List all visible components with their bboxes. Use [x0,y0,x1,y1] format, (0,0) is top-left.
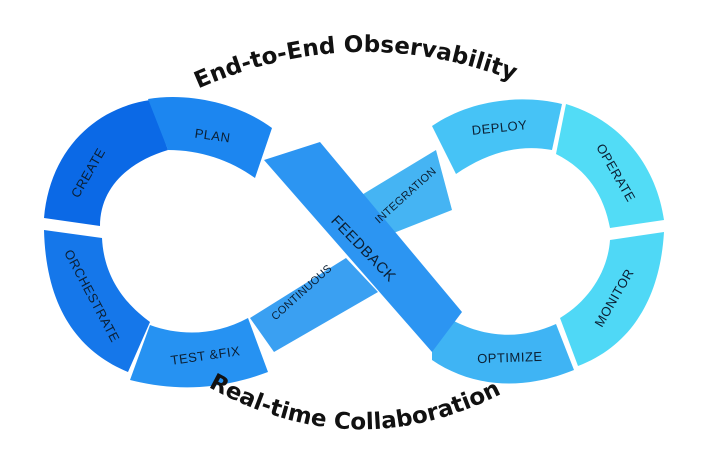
segment-optimize [432,320,574,384]
segment-orchestrate [44,230,150,372]
band-integration [360,150,452,236]
label-plan: PLAN [194,126,232,146]
segment-operate [556,104,664,228]
segment-create [44,100,168,226]
segment-monitor [560,232,664,366]
segment-deploy [432,99,562,174]
label-optimize: OPTIMIZE [477,349,543,366]
band-continuous [250,258,378,352]
segment-plan [148,97,272,178]
label-deploy: DEPLOY [471,117,528,138]
band-feedback [264,142,462,352]
title-bottom: Real-time Collaboration [205,369,504,435]
segment-test-fix [130,318,268,388]
title-top: End-to-End Observability [190,32,520,94]
